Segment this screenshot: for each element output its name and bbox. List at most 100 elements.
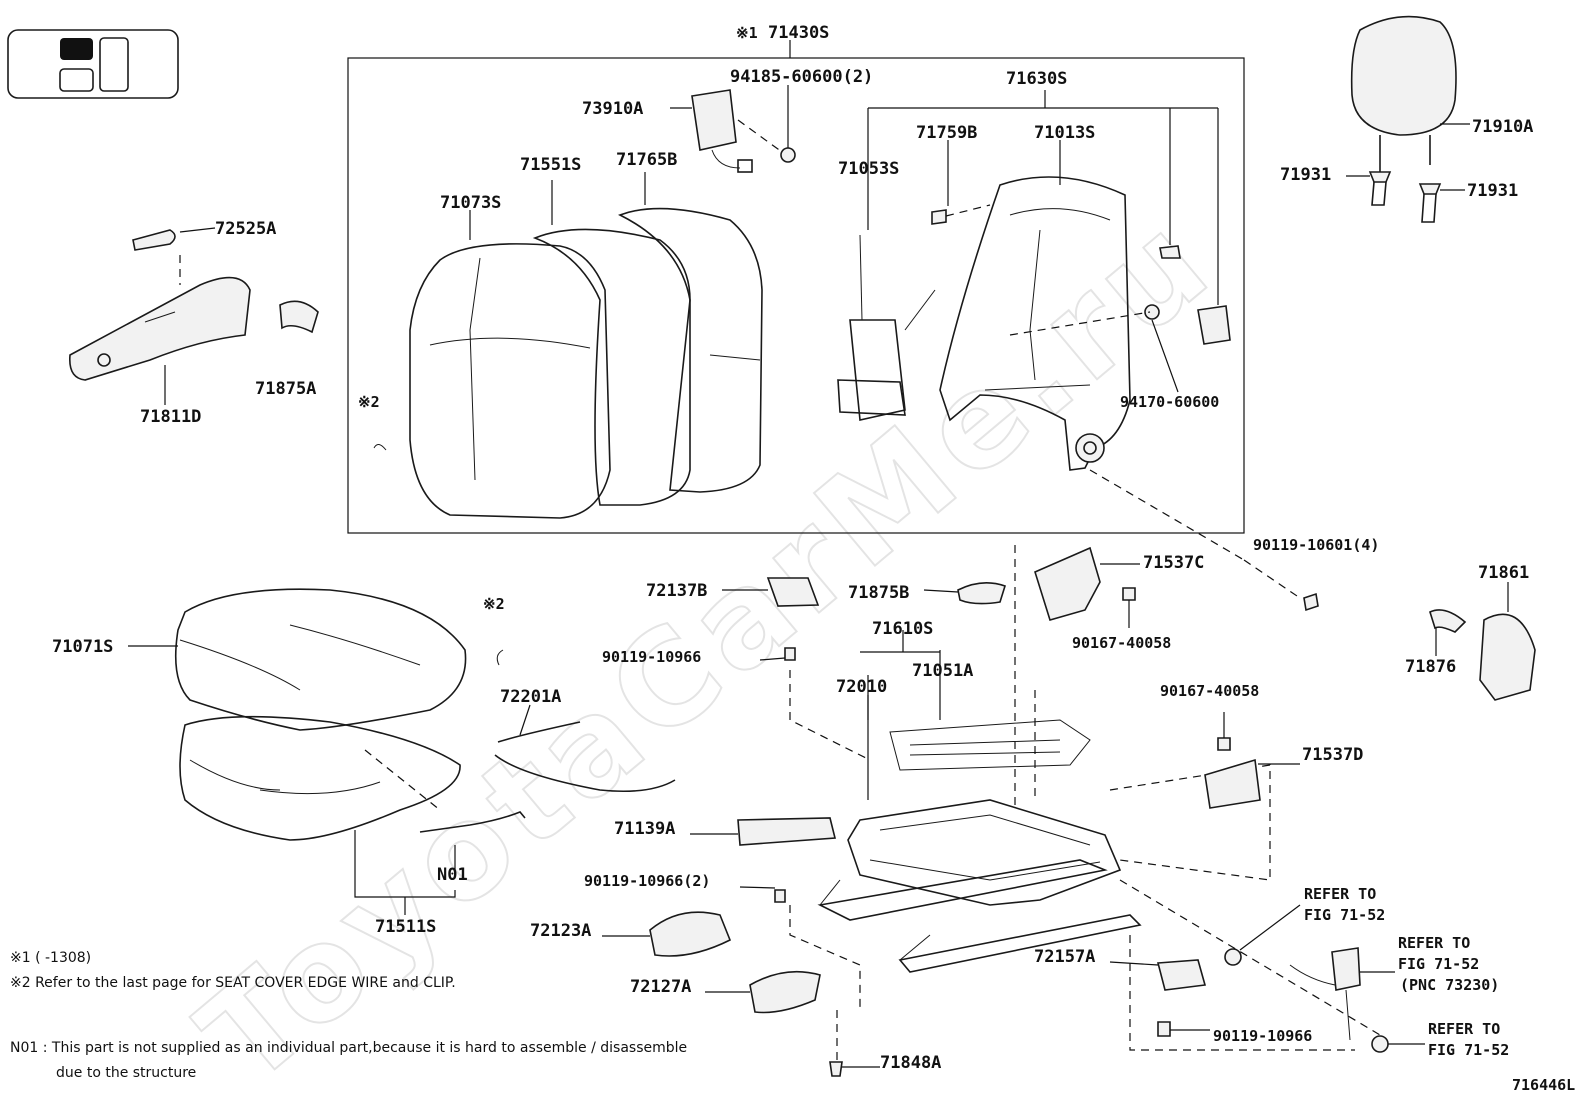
- label-71511S: 71511S: [375, 917, 436, 937]
- belt-anchor-ring: [1224, 948, 1242, 966]
- refer3-line1: REFER TO: [1428, 1020, 1500, 1038]
- seatback-pad: [532, 228, 691, 506]
- label-71139A: 71139A: [614, 819, 675, 839]
- refer2-line1: REFER TO: [1398, 934, 1470, 952]
- label-94170-60600: 94170-60600: [1120, 393, 1219, 411]
- note-mark1: ※1 ( -1308): [10, 950, 91, 966]
- mark2-bottom: ※2: [483, 595, 505, 613]
- label-71861: 71861: [1478, 563, 1529, 583]
- label-71073S: 71073S: [440, 193, 501, 213]
- cushion-spring-71051A: [889, 719, 1091, 771]
- seat-cushion-cover: [174, 588, 467, 731]
- clip-right: [1159, 245, 1181, 259]
- cover-72123A: [649, 911, 732, 957]
- mark1-backrest: ※1: [736, 24, 758, 42]
- label-90119-10966-2: 90119-10966(2): [584, 872, 710, 890]
- clip-71848A: [829, 1061, 843, 1077]
- nut-94170: [1144, 304, 1160, 320]
- recliner-cover-71875A: [279, 300, 319, 334]
- note-n01-line1: N01 : This part is not supplied as an in…: [10, 1040, 687, 1056]
- refer2-line2: FIG 71-52: [1398, 955, 1479, 973]
- label-72157A: 72157A: [1034, 947, 1095, 967]
- label-71551S: 71551S: [520, 155, 581, 175]
- refer1-line1: REFER TO: [1304, 885, 1376, 903]
- refer2-line3: (PNC 73230): [1400, 976, 1499, 994]
- harness-N01: [419, 811, 526, 833]
- refer1-line2: FIG 71-52: [1304, 906, 1385, 924]
- seat-cushion-pad: [179, 715, 461, 841]
- seat-adjuster-track: [817, 859, 1142, 973]
- label-72201A: 72201A: [500, 687, 561, 707]
- bolt-90119-10966-b: [1157, 1021, 1171, 1037]
- label-71759B: 71759B: [916, 123, 977, 143]
- belt-bolt: [1371, 1035, 1389, 1053]
- label-71537D: 71537D: [1302, 745, 1363, 765]
- clip-71759B: [931, 209, 947, 225]
- label-71931-b: 71931: [1467, 181, 1518, 201]
- label-71875A: 71875A: [255, 379, 316, 399]
- cushion-frame: [847, 799, 1122, 906]
- label-72127A: 72127A: [630, 977, 691, 997]
- label-71013S: 71013S: [1034, 123, 1095, 143]
- mark2-top: ※2: [358, 393, 380, 411]
- seatback-cover: [409, 243, 611, 519]
- seat-belt-buckle: [1331, 947, 1361, 991]
- cushion-edge-wire-72201A: [494, 721, 676, 793]
- recliner-cover-71875B: [957, 582, 1006, 605]
- label-71910A: 71910A: [1472, 117, 1533, 137]
- label-71071S: 71071S: [52, 637, 113, 657]
- label-72137B: 72137B: [646, 581, 707, 601]
- label-71875B: 71875B: [848, 583, 909, 603]
- recliner-cover-71537D: [1204, 758, 1261, 809]
- figure-code: 716446L: [1512, 1076, 1575, 1094]
- recliner-inner-cover: [1034, 546, 1101, 621]
- cover-71139A: [737, 817, 837, 846]
- label-71848A: 71848A: [880, 1053, 941, 1073]
- screw-90167-b: [1217, 737, 1231, 751]
- seatback-board: [618, 207, 763, 493]
- note-n01-line2: due to the structure: [56, 1065, 196, 1081]
- label-71430S: 71430S: [768, 23, 829, 43]
- nut-94185: [780, 147, 796, 163]
- bolt-90119-10966-2: [774, 889, 786, 903]
- label-71811D: 71811D: [140, 407, 201, 427]
- recliner-knob-71861: [1479, 613, 1536, 701]
- lumbar-wire-frame: [837, 234, 936, 421]
- side-airbag-module: [691, 89, 753, 173]
- recliner-ring-71876: [1429, 609, 1467, 633]
- headrest-guide-left: [1368, 171, 1392, 206]
- label-72525A: 72525A: [215, 219, 276, 239]
- label-90167-40058-b: 90167-40058: [1160, 682, 1259, 700]
- label-71876: 71876: [1405, 657, 1456, 677]
- label-71931-a: 71931: [1280, 165, 1331, 185]
- edge-clip-mark-bottom: [496, 649, 504, 666]
- buckle-plate: [1197, 305, 1231, 345]
- cover-72127A: [749, 970, 821, 1014]
- headrest: [1350, 15, 1457, 180]
- bolt-90119-10601: [1303, 592, 1319, 612]
- screw-90167-a: [1122, 587, 1136, 601]
- label-72010: 72010: [836, 677, 887, 697]
- label-71537C: 71537C: [1143, 553, 1204, 573]
- refer3-line2: FIG 71-52: [1428, 1041, 1509, 1059]
- seat-side-shield: [68, 276, 251, 381]
- backrest-group-frame: [347, 57, 1245, 534]
- label-73910A: 73910A: [582, 99, 643, 119]
- label-90119-10601: 90119-10601(4): [1253, 536, 1379, 554]
- recliner-lever-knob: [132, 229, 176, 251]
- headrest-guide-right: [1418, 183, 1442, 223]
- bracket-72157A: [1156, 959, 1207, 991]
- bolt-90119-10966-a: [784, 647, 796, 661]
- label-71630S: 71630S: [1006, 69, 1067, 89]
- label-71765B: 71765B: [616, 150, 677, 170]
- label-72123A: 72123A: [530, 921, 591, 941]
- label-71610S: 71610S: [872, 619, 933, 639]
- label-90167-40058-a: 90167-40058: [1072, 634, 1171, 652]
- edge-clip-mark-top: [373, 444, 387, 451]
- seat-locator-icon: [7, 29, 179, 99]
- label-90119-10966-a: 90119-10966: [602, 648, 701, 666]
- label-71051A: 71051A: [912, 661, 973, 681]
- label-71053S: 71053S: [838, 159, 899, 179]
- bracket-72137B: [766, 577, 820, 607]
